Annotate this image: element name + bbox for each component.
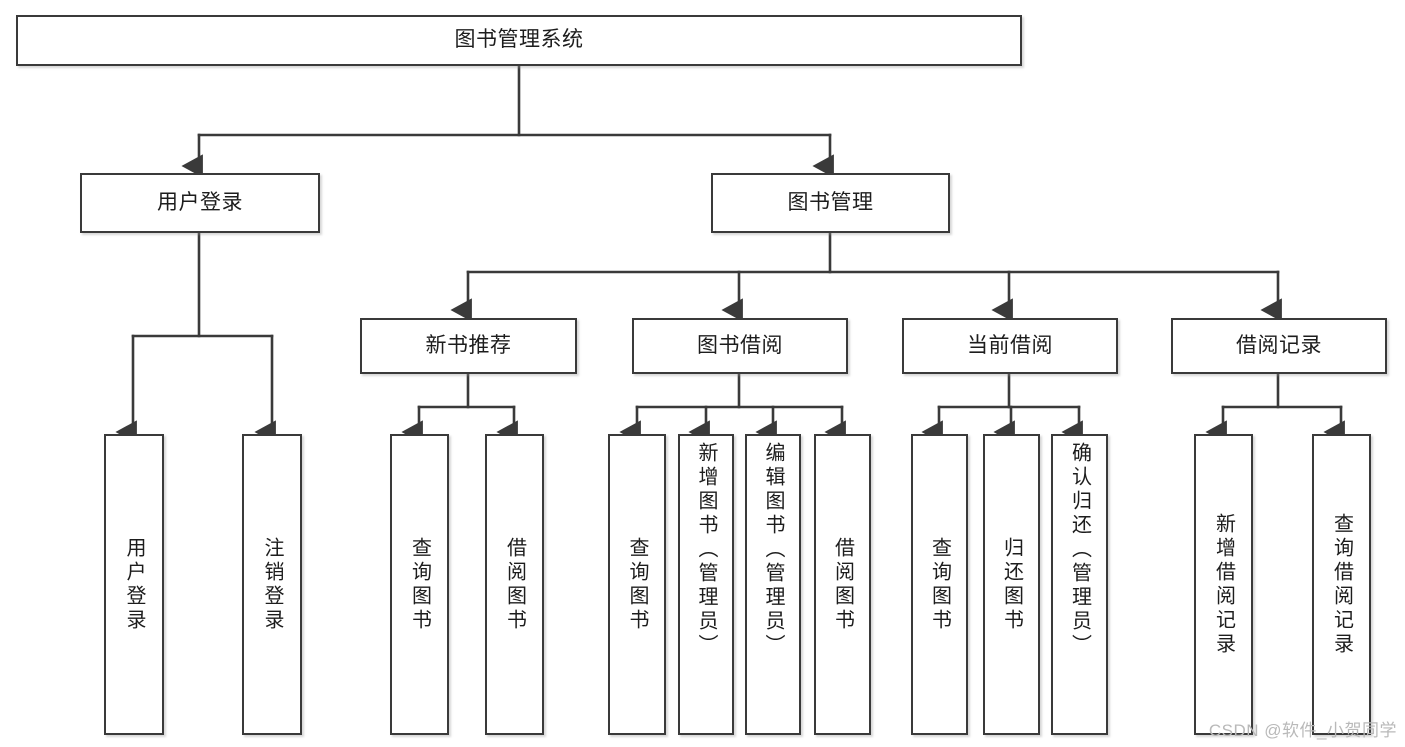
node-book-borrow[interactable]: 图书借阅 <box>632 318 848 374</box>
node-label: 新增图书（管理员） <box>695 442 717 658</box>
leaf-add-borrow-record[interactable]: 新增借阅记录 <box>1194 434 1253 735</box>
node-user-login[interactable]: 用户登录 <box>80 173 320 233</box>
leaf-return-book[interactable]: 归还图书 <box>983 434 1040 735</box>
leaf-edit-book-admin[interactable]: 编辑图书（管理员） <box>745 434 801 735</box>
csdn-watermark: CSDN @软件_小贺同学 <box>1208 721 1397 740</box>
leaf-borrow-book-recommend[interactable]: 借阅图书 <box>485 434 544 735</box>
node-label: 新增借阅记录 <box>1212 512 1235 657</box>
node-label: 当前借阅 <box>967 333 1053 357</box>
node-label: 注销登录 <box>261 536 283 633</box>
node-label: 查询借阅记录 <box>1330 512 1353 657</box>
node-book-management[interactable]: 图书管理 <box>711 173 950 233</box>
node-label: 借阅图书 <box>831 536 854 633</box>
node-label: 新书推荐 <box>425 333 512 357</box>
leaf-add-book-admin[interactable]: 新增图书（管理员） <box>678 434 734 735</box>
node-label: 借阅图书 <box>503 536 526 633</box>
leaf-query-book-borrow[interactable]: 查询图书 <box>608 434 666 735</box>
node-label: 图书管理系统 <box>454 28 584 52</box>
leaf-logout-login[interactable]: 注销登录 <box>242 434 302 735</box>
node-label: 用户登录 <box>157 190 243 214</box>
node-label: 用户登录 <box>123 536 145 633</box>
node-label: 查询图书 <box>408 536 431 633</box>
node-label: 借阅记录 <box>1236 333 1322 357</box>
node-label: 图书管理 <box>787 190 874 214</box>
node-new-book-recommend[interactable]: 新书推荐 <box>360 318 577 374</box>
node-label: 查询图书 <box>626 536 648 633</box>
leaf-borrow-book[interactable]: 借阅图书 <box>814 434 871 735</box>
node-current-borrow[interactable]: 当前借阅 <box>902 318 1118 374</box>
node-label: 确认归还（管理员） <box>1068 442 1091 658</box>
leaf-user-login[interactable]: 用户登录 <box>104 434 164 735</box>
node-label: 编辑图书（管理员） <box>762 442 784 658</box>
node-label: 查询图书 <box>928 536 951 633</box>
leaf-query-book-recommend[interactable]: 查询图书 <box>390 434 449 735</box>
node-borrow-record[interactable]: 借阅记录 <box>1171 318 1387 374</box>
node-label: 归还图书 <box>1000 536 1023 633</box>
leaf-confirm-return-admin[interactable]: 确认归还（管理员） <box>1051 434 1108 735</box>
leaf-query-borrow-record[interactable]: 查询借阅记录 <box>1312 434 1371 735</box>
node-root-system[interactable]: 图书管理系统 <box>16 15 1022 66</box>
leaf-query-book-current[interactable]: 查询图书 <box>911 434 968 735</box>
node-label: 图书借阅 <box>697 333 783 357</box>
